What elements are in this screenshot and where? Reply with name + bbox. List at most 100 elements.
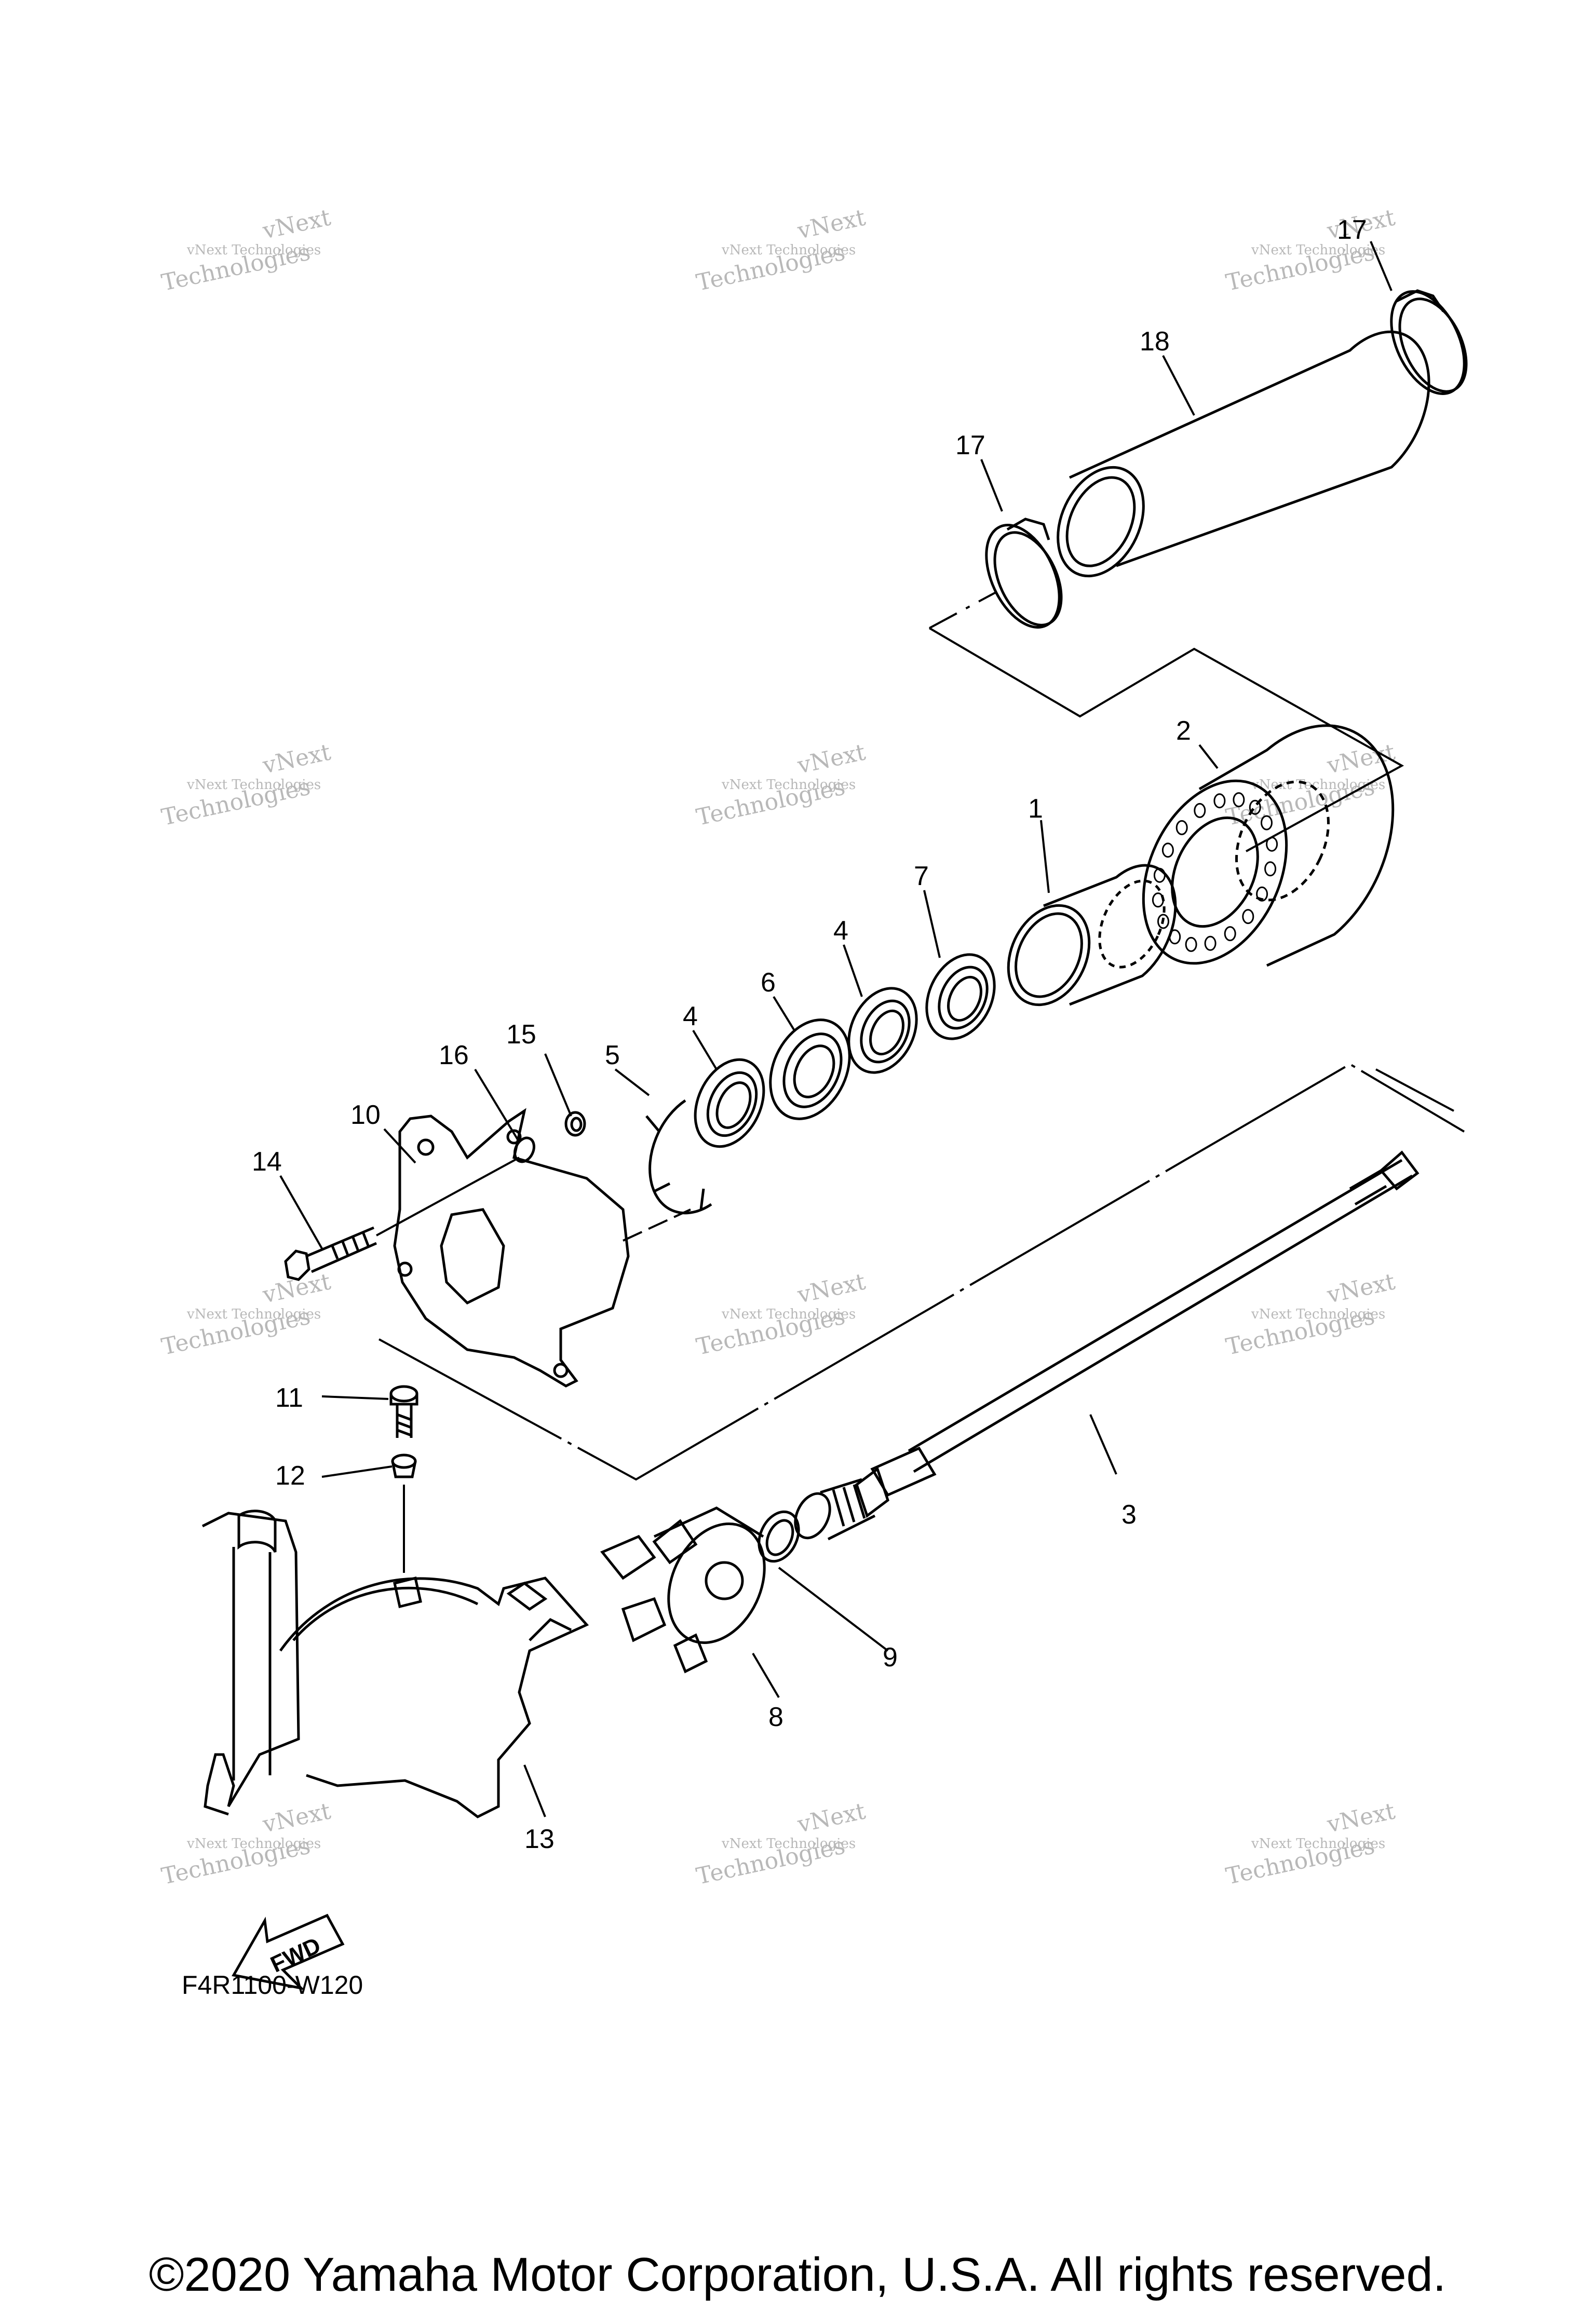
svg-text:vNext: vNext xyxy=(260,1268,333,1309)
svg-text:vNext: vNext xyxy=(1324,1798,1398,1838)
svg-text:vNext Technologies: vNext Technologies xyxy=(186,1836,321,1852)
label-2: 2 xyxy=(1176,716,1191,746)
bolt-11 xyxy=(389,1385,418,1438)
svg-text:vNext Technologies: vNext Technologies xyxy=(1251,1836,1385,1852)
damper-hole xyxy=(1194,803,1206,818)
damper-hole xyxy=(1152,892,1164,908)
label-18: 18 xyxy=(1140,327,1170,357)
label-14: 14 xyxy=(252,1147,282,1177)
circlip-5 xyxy=(645,1099,712,1215)
svg-text:vNext: vNext xyxy=(795,1268,868,1309)
damper-hole xyxy=(1224,926,1236,942)
svg-text:vNext: vNext xyxy=(795,1798,868,1838)
damper-hole xyxy=(1213,793,1226,809)
svg-text:vNext: vNext xyxy=(795,204,868,244)
hose-clamp-17-right xyxy=(1390,289,1468,395)
svg-text:vNext Technologies: vNext Technologies xyxy=(721,777,856,793)
svg-text:vNext: vNext xyxy=(1324,1268,1398,1309)
svg-text:vNext Technologies: vNext Technologies xyxy=(1251,242,1385,258)
sleeve-1 xyxy=(1007,864,1177,1007)
label-4-lower: 4 xyxy=(683,1001,698,1031)
svg-text:vNext Technologies: vNext Technologies xyxy=(721,242,856,258)
hose-clamp-17-left xyxy=(985,518,1063,629)
clamp-leader-line xyxy=(929,591,997,629)
label-9: 9 xyxy=(883,1642,898,1673)
oil-seal-7 xyxy=(925,953,996,1040)
label-15: 15 xyxy=(506,1020,536,1050)
bolt-axis-line xyxy=(376,1157,520,1236)
svg-text:vNext Technologies: vNext Technologies xyxy=(721,1307,856,1322)
svg-text:vNext Technologies: vNext Technologies xyxy=(186,777,321,793)
fwd-arrow-icon xyxy=(232,1913,345,1990)
svg-text:vNext Technologies: vNext Technologies xyxy=(186,242,321,258)
washer-9 xyxy=(758,1510,800,1563)
damper-hole xyxy=(1185,936,1197,952)
oil-seal-4-lower xyxy=(694,1058,765,1148)
label-17-top: 17 xyxy=(1337,215,1367,245)
label-5: 5 xyxy=(605,1040,620,1070)
oil-seal-4-upper xyxy=(847,987,918,1074)
shaft-reference-line xyxy=(379,1063,1465,1481)
label-7: 7 xyxy=(914,861,929,891)
damper-hole xyxy=(1249,799,1261,815)
damper-holes xyxy=(1152,792,1278,952)
svg-text:vNext Technologies: vNext Technologies xyxy=(1251,777,1385,793)
svg-text:vNext Technologies: vNext Technologies xyxy=(721,1836,856,1852)
washer-16 xyxy=(513,1136,535,1163)
damper-2 xyxy=(1142,724,1395,967)
drawing-code: F4R1100-W120 xyxy=(182,1970,363,2000)
label-3: 3 xyxy=(1121,1500,1137,1530)
label-12: 12 xyxy=(275,1461,305,1491)
bolt-14 xyxy=(284,1226,377,1281)
svg-text:vNext Technologies: vNext Technologies xyxy=(186,1307,321,1322)
damper-hole xyxy=(1204,935,1216,951)
cover-axis-line xyxy=(623,1208,691,1242)
label-17-left: 17 xyxy=(955,430,985,460)
damper-hole xyxy=(1233,792,1245,808)
hose-18 xyxy=(1057,330,1430,578)
damper-hole xyxy=(1161,842,1174,858)
damper-hole xyxy=(1256,886,1268,902)
label-11: 11 xyxy=(275,1383,303,1413)
drive-shaft-3 xyxy=(794,1150,1420,1541)
hose-reference-line xyxy=(928,627,1404,852)
damper-hole xyxy=(1175,820,1188,835)
part-labels: 17 18 17 2 1 7 4 6 4 5 15 16 10 14 11 12… xyxy=(252,215,1367,1854)
leader-lines xyxy=(279,241,1393,1817)
damper-hole xyxy=(1266,836,1278,852)
label-1: 1 xyxy=(1028,794,1043,824)
cover-10 xyxy=(393,1108,630,1388)
label-10: 10 xyxy=(350,1100,381,1130)
collar-12 xyxy=(391,1453,417,1478)
label-16: 16 xyxy=(439,1040,469,1070)
damper-hole xyxy=(1157,914,1169,929)
damper-hole xyxy=(1261,815,1273,831)
label-13: 13 xyxy=(524,1824,555,1854)
svg-text:vNext: vNext xyxy=(795,739,868,779)
label-8: 8 xyxy=(768,1702,783,1732)
shroud-13 xyxy=(201,1510,589,1818)
bearing-6 xyxy=(769,1018,851,1120)
nut-15 xyxy=(564,1111,586,1137)
label-6: 6 xyxy=(761,968,776,998)
label-4-upper: 4 xyxy=(833,916,848,946)
copyright-notice: ©2020 Yamaha Motor Corporation, U.S.A. A… xyxy=(148,2248,1447,2301)
shaft-center-line xyxy=(1375,1068,1454,1112)
damper-hole xyxy=(1242,909,1254,925)
svg-text:vNext Technologies: vNext Technologies xyxy=(1251,1307,1385,1322)
svg-text:vNext: vNext xyxy=(260,204,333,244)
